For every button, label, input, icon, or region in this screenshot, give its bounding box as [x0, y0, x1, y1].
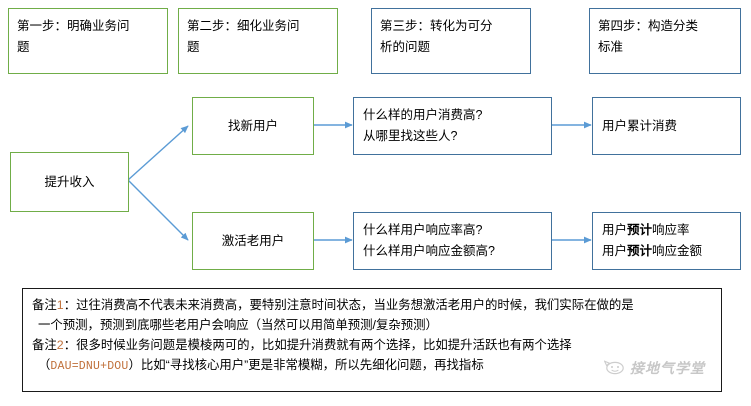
note-2-number: 2 [56, 338, 64, 353]
question-box-new-user-line-1: 什么样的用户消费高? [363, 108, 483, 123]
step-box-1-line-2: 题 [17, 39, 30, 54]
step-box-3-line-2: 析的问题 [380, 39, 431, 54]
question-box-new-user-line-2: 从哪里找这些人? [363, 129, 458, 143]
step-box-4-line-1: 第四步：构造分类 [598, 19, 699, 33]
output-box-new-user-line-1: 用户累计消费 [602, 116, 677, 137]
branch-node-new-user-label: 找新用户 [227, 118, 278, 133]
step-box-4-line-2: 标准 [598, 39, 624, 54]
root-node-label: 提升收入 [44, 174, 95, 189]
notes-panel: 备注1：过往消费高不代表未来消费高，要特别注意时间状态，当业务想激活老用户的时候… [22, 288, 722, 392]
note-2-colon: ： [63, 338, 77, 353]
step-box-2-line-2: 题 [187, 39, 200, 54]
output-box-old-user-line-2: 用户预计响应金额 [602, 241, 702, 262]
note-1-line-2: 一个预测，预测到底哪些老用户会响应（当然可以用简单预测/复杂预测） [32, 315, 713, 335]
step-box-2-line-1: 第二步：细化业务问 [187, 19, 300, 33]
step-box-2[interactable]: 第二步：细化业务问 题 [178, 8, 338, 74]
question-box-old-user[interactable]: 什么样用户响应率高? 什么样用户响应金额高? [353, 212, 552, 270]
step-box-4[interactable]: 第四步：构造分类 标准 [589, 8, 741, 74]
branch-node-old-user-label: 激活老用户 [221, 233, 285, 248]
output-old-line1-post: 响应率 [652, 223, 690, 238]
note-1-label: 备注 [32, 298, 57, 312]
output-old-line1-pre: 用户 [602, 223, 628, 238]
note-2-label: 备注 [32, 338, 57, 353]
output-old-line1-emphasis: 预计 [627, 223, 653, 238]
note-1-line-1: 备注1：过往消费高不代表未来消费高，要特别注意时间状态，当业务想激活老用户的时候… [32, 295, 713, 315]
note-2-text-1: 很多时候业务问题是模棱两可的，比如提升消费就有两个选择，比如提升活跃也有两个选择 [76, 338, 572, 353]
note-2-line-2: （DAU=DNU+DOU）比如“寻找核心用户”更是非常模糊，所以先细化问题，再找… [32, 355, 713, 377]
note-2-line-1: 备注2：很多时候业务问题是模棱两可的，比如提升消费就有两个选择，比如提升活跃也有… [32, 335, 713, 355]
question-box-new-user[interactable]: 什么样的用户消费高? 从哪里找这些人? [353, 97, 552, 155]
output-box-old-user[interactable]: 用户预计响应率 用户预计响应金额 [592, 212, 741, 270]
output-old-line2-post: 响应金额 [652, 244, 703, 258]
note-1-text-2: 一个预测，预测到底哪些老用户会响应（当然可以用简单预测/复杂预测） [38, 318, 438, 333]
arrow-root-to-new-user [127, 125, 189, 181]
question-box-old-user-line-1: 什么样用户响应率高? [363, 223, 483, 238]
step-box-1[interactable]: 第一步：明确业务问 题 [8, 8, 168, 74]
note-2-line2-pre: （ [38, 358, 51, 373]
branch-node-new-user[interactable]: 找新用户 [192, 97, 314, 155]
note-1-text-1: 过往消费高不代表未来消费高，要特别注意时间状态，当业务想激活老用户的时候，我们实… [76, 298, 634, 312]
branch-node-old-user[interactable]: 激活老用户 [192, 212, 314, 270]
output-old-line2-emphasis: 预计 [627, 244, 653, 258]
note-2-line2-post: ）比如“寻找核心用户”更是非常模糊，所以先细化问题，再找指标 [128, 358, 484, 373]
step-box-3-line-1: 第三步：转化为可分 [380, 19, 493, 33]
note-1-colon: ： [63, 298, 77, 312]
step-box-3[interactable]: 第三步：转化为可分 析的问题 [371, 8, 531, 74]
note-2-formula: DAU=DNU+DOU [50, 360, 129, 374]
question-box-old-user-line-2: 什么样用户响应金额高? [363, 244, 495, 258]
output-box-new-user[interactable]: 用户累计消费 [592, 97, 741, 155]
root-node-increase-revenue[interactable]: 提升收入 [10, 152, 129, 212]
output-old-line2-pre: 用户 [602, 244, 628, 258]
output-new-line1-pre: 用户累计消费 [602, 118, 678, 133]
note-1-number: 1 [56, 298, 64, 312]
step-box-1-line-1: 第一步：明确业务问 [17, 19, 130, 33]
output-box-old-user-line-1: 用户预计响应率 [602, 220, 690, 241]
arrow-root-to-old-user [127, 179, 189, 241]
